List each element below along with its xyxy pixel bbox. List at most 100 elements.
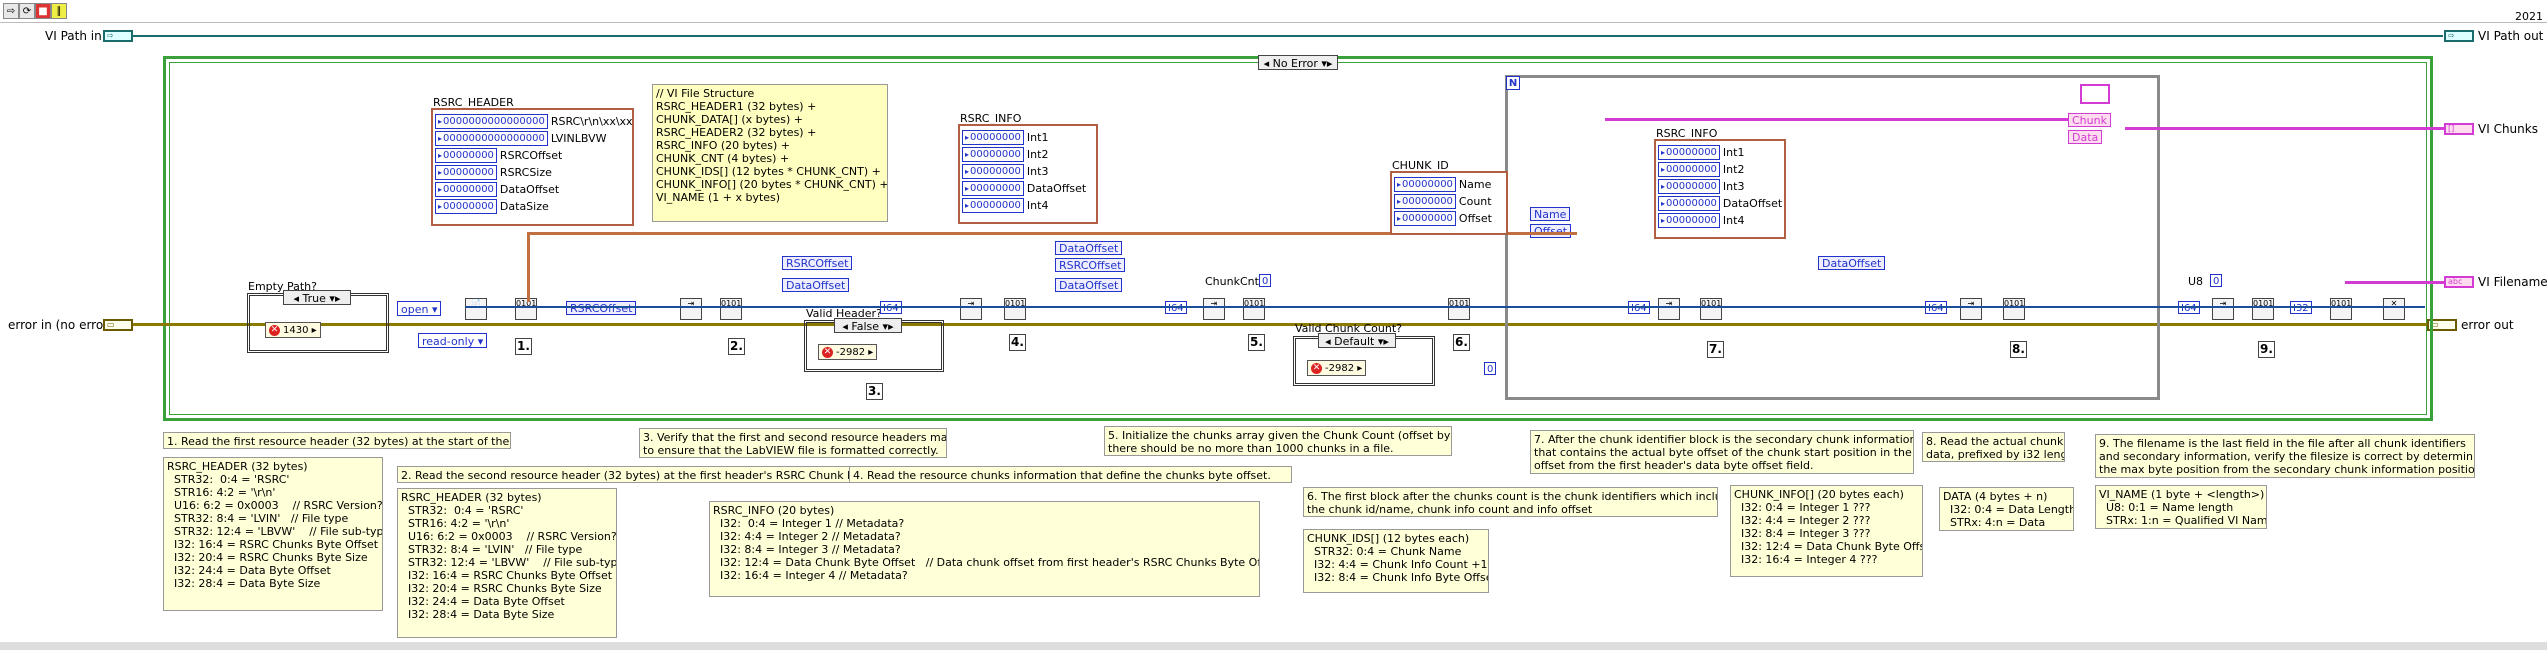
read-binary-node-4[interactable]: 0101 (1243, 298, 1265, 320)
chunk-id-field[interactable]: 00000000 (1394, 194, 1456, 209)
rsrc-info-field[interactable]: 00000000 (962, 181, 1024, 196)
open-file-node[interactable]: 📄 (465, 298, 487, 320)
rsrc-info-field[interactable]: 00000000 (962, 147, 1024, 162)
case-selector[interactable]: ◂ No Error ▾▸ (1258, 55, 1338, 70)
error-constant-2982[interactable]: ✕-2982 ▸ (818, 344, 878, 360)
set-position-node-4[interactable]: ⇥ (1658, 298, 1680, 320)
error-constant-2982b[interactable]: ✕-2982 ▸ (1307, 360, 1367, 376)
abort-icon[interactable]: ■ (35, 3, 51, 19)
rsrc-info2-field[interactable]: 00000000 (1658, 145, 1720, 160)
u8-constant[interactable]: 0 (2210, 274, 2223, 287)
dataoffset-unbundle-3[interactable]: DataOffset (1055, 278, 1123, 292)
set-position-node-1[interactable]: ⇥ (680, 298, 702, 320)
read-binary-node-6[interactable]: 0101 (1700, 298, 1722, 320)
rsrc-info2-field[interactable]: 00000000 (1658, 162, 1720, 177)
rsrc-info-field[interactable]: 00000000 (962, 198, 1024, 213)
close-file-node[interactable]: ✕ (2383, 298, 2405, 320)
chunk-id-field[interactable]: 00000000 (1394, 177, 1456, 192)
vi-chunks-terminal[interactable]: [] (2444, 123, 2474, 135)
filename-wire (2345, 281, 2444, 284)
empty-path-selector[interactable]: ◂ True ▾▸ (283, 290, 351, 305)
rsrc-info2-field[interactable]: 00000000 (1658, 213, 1720, 228)
rsrc-info-field[interactable]: 00000000 (962, 130, 1024, 145)
rsrc-info2-field[interactable]: 00000000 (1658, 179, 1720, 194)
horizontal-scrollbar[interactable] (0, 642, 2547, 650)
error-x-icon-2: ✕ (822, 346, 833, 358)
rsrc-info-field[interactable]: 00000000 (962, 164, 1024, 179)
read-binary-node-5[interactable]: 0101 (1448, 298, 1470, 320)
note-step-8: 8. Read the actual chunk data, prefixed … (1922, 432, 2065, 462)
dataoffset-unbundle-2[interactable]: DataOffset (1055, 241, 1123, 255)
read-binary-node-2[interactable]: 0101 (720, 298, 742, 320)
rsrcoffset-unbundle-3[interactable]: RSRCOffset (1055, 258, 1126, 272)
note-step-2: 2. Read the second resource header (32 b… (397, 466, 877, 483)
dataoffset-unbundle[interactable]: DataOffset (782, 278, 850, 292)
rsrcoffset-unbundle[interactable]: RSRCOffset (566, 301, 637, 315)
for-loop[interactable] (1505, 75, 2160, 400)
note-step-1-detail: RSRC_HEADER (32 bytes) STR32: 0:4 = 'RSR… (163, 457, 383, 611)
rsrc-header-field[interactable]: 00000000 (435, 199, 497, 214)
error-code-2982b: -2982 (1325, 363, 1355, 374)
rsrc-info2-field-label: Int1 (1722, 146, 1745, 159)
error-constant-1430[interactable]: ✕1430 ▸ (265, 322, 321, 338)
set-position-node-5[interactable]: ⇥ (1960, 298, 1982, 320)
note-step-4: 4. Read the resource chunks information … (849, 466, 1292, 483)
dataoffset-unbundle-4[interactable]: DataOffset (1818, 256, 1886, 270)
chunkcnt-constant[interactable]: 0 (1259, 274, 1272, 287)
note-step-4-detail: RSRC_INFO (20 bytes) I32: 0:4 = Integer … (709, 501, 1260, 597)
rsrc-header-field[interactable]: 00000000 (435, 182, 497, 197)
note-step-2-detail: RSRC_HEADER (32 bytes) STR32: 0:4 = 'RSR… (397, 488, 617, 638)
rsrc-header-title: RSRC_HEADER (433, 96, 514, 109)
rsrc-header-field-label: RSRC\r\n\xx\xx (550, 115, 633, 128)
chunk-id-title: CHUNK_ID (1392, 159, 1449, 172)
pause-icon[interactable]: ∥ (51, 3, 67, 19)
vi-path-out-terminal[interactable]: ⇨ (2444, 30, 2474, 42)
chunk-id-field[interactable]: 00000000 (1394, 211, 1456, 226)
offset-unbundle[interactable]: Offset (1530, 224, 1572, 238)
read-binary-node-7[interactable]: 0101 (2003, 298, 2025, 320)
error-out-terminal[interactable]: ▭ (2427, 319, 2457, 331)
zero-constant[interactable]: 0 (1484, 362, 1497, 375)
vi-filename-terminal[interactable]: abc (2444, 276, 2474, 288)
rsrc-header-field[interactable]: 00000000 (435, 165, 497, 180)
chunk-array-constant[interactable] (2080, 84, 2110, 104)
rsrc-info2-field-label: Int3 (1722, 180, 1745, 193)
rsrc-header-field[interactable]: 0000000000000000 (435, 131, 548, 146)
read-binary-node-3[interactable]: 0101 (1004, 298, 1026, 320)
rsrc-info2-field[interactable]: 00000000 (1658, 196, 1720, 211)
vi-path-in-terminal[interactable]: ⇨ (103, 30, 133, 42)
read-binary-node-1[interactable]: 0101 (515, 298, 537, 320)
step-2: 2. (728, 338, 745, 355)
error-in-terminal[interactable]: ▭ (103, 319, 133, 331)
set-position-node-3[interactable]: ⇥ (1203, 298, 1225, 320)
note-step-9-detail: VI_NAME (1 byte + <length>) U8: 0:1 = Na… (2095, 485, 2267, 529)
data-bundle[interactable]: Data (2068, 130, 2103, 144)
valid-header-selector[interactable]: ◂ False ▾▸ (834, 318, 902, 333)
read-binary-node-8[interactable]: 0101 (2252, 298, 2274, 320)
set-position-node-2[interactable]: ⇥ (960, 298, 982, 320)
rsrcoffset-unbundle-2[interactable]: RSRCOffset (782, 256, 853, 270)
error-out-label: error out (2461, 318, 2514, 332)
error-in-label: error in (no error) (8, 318, 113, 332)
year-label: 2021 (2515, 10, 2543, 23)
access-mode-enum[interactable]: read-only ▾ (418, 333, 488, 348)
run-continuously-icon[interactable]: ⟳ (19, 3, 35, 19)
open-mode-enum[interactable]: open ▾ (397, 301, 442, 316)
note-step-7: 7. After the chunk identifier block is t… (1530, 430, 1914, 474)
rsrc-header-field[interactable]: 0000000000000000 (435, 114, 548, 129)
name-unbundle[interactable]: Name (1530, 207, 1571, 221)
open-mode-value: open (401, 303, 429, 316)
loop-count-terminal[interactable]: N (1506, 76, 1520, 90)
set-position-node-6[interactable]: ⇥ (2212, 298, 2234, 320)
refnum-wire (465, 306, 2425, 308)
valid-chunk-selector[interactable]: ◂ Default ▾▸ (1318, 333, 1396, 348)
vi-structure-note: // VI File Structure RSRC_HEADER1 (32 by… (652, 84, 888, 222)
read-binary-node-9[interactable]: 0101 (2330, 298, 2352, 320)
run-arrow-icon[interactable]: ⇨ (3, 3, 19, 19)
chunk-bundle[interactable]: Chunk (2068, 113, 2111, 127)
rsrc-header-field[interactable]: 00000000 (435, 148, 497, 163)
